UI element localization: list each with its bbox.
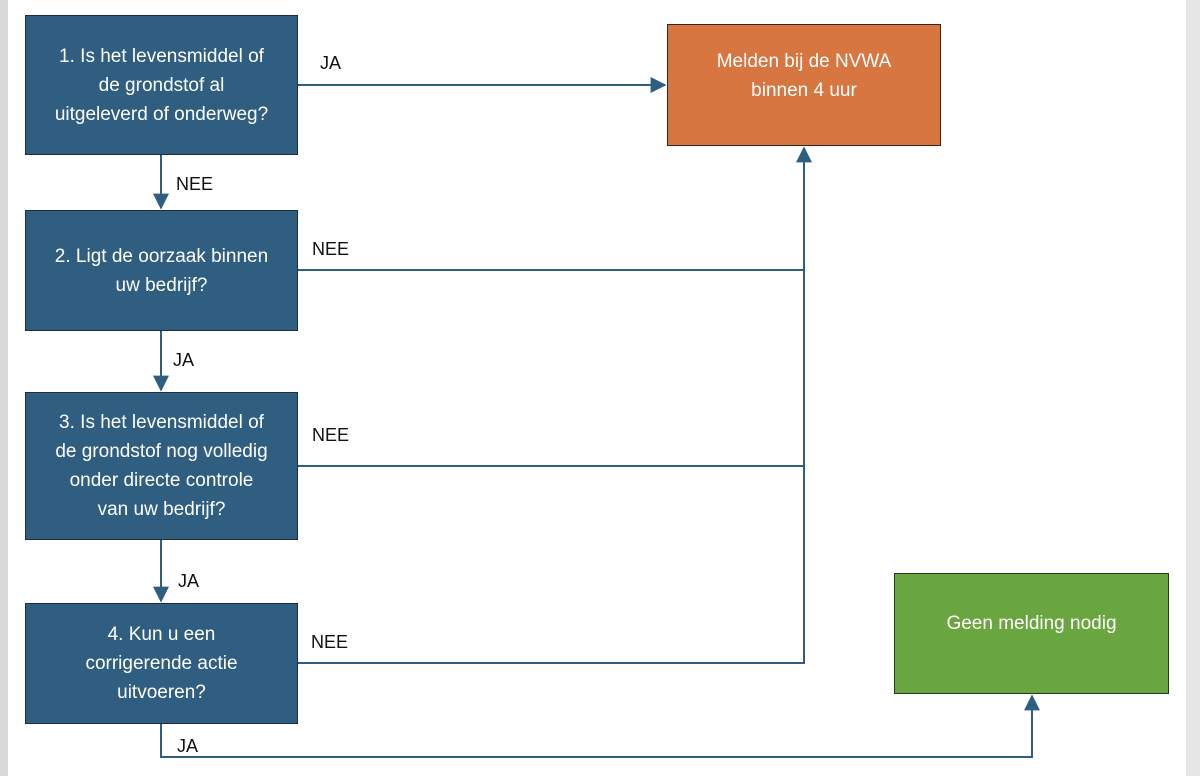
label-q1-ja: JA <box>320 53 342 73</box>
question-3-text: 3. Is het levensmiddel of de grondstof n… <box>55 412 268 520</box>
label-q1-nee: NEE <box>176 174 214 194</box>
question-2-box: 2. Ligt de oorzaak binnen uw bedrijf? <box>25 210 298 331</box>
label-q4-ja: JA <box>177 736 199 756</box>
melden-nvwa-box: Melden bij de NVWA binnen 4 uur <box>667 24 941 146</box>
label-q2-ja: JA <box>173 350 195 370</box>
geen-melding-text: Geen melding nodig <box>946 613 1117 634</box>
window-edge <box>1186 0 1200 776</box>
geen-melding-box: Geen melding nodig <box>894 573 1169 694</box>
question-4-text: 4. Kun u een corrigerende actie uitvoere… <box>85 624 238 703</box>
question-1-text: 1. Is het levensmiddel of de grondstof a… <box>54 45 269 125</box>
question-3-box: 3. Is het levensmiddel of de grondstof n… <box>25 392 298 540</box>
question-2-text: 2. Ligt de oorzaak binnen uw bedrijf? <box>54 245 269 296</box>
label-q3-nee: NEE <box>312 425 350 445</box>
melden-nvwa-text: Melden bij de NVWA binnen 4 uur <box>716 51 892 101</box>
question-1-box: 1. Is het levensmiddel of de grondstof a… <box>25 15 298 155</box>
label-q4-nee: NEE <box>311 632 349 652</box>
label-q3-ja: JA <box>178 571 200 591</box>
edge-q4-to-geen <box>160 694 1040 758</box>
label-q2-nee: NEE <box>312 239 350 259</box>
question-4-box: 4. Kun u een corrigerende actie uitvoere… <box>25 603 298 724</box>
edge-q4-to-melden <box>298 146 812 664</box>
